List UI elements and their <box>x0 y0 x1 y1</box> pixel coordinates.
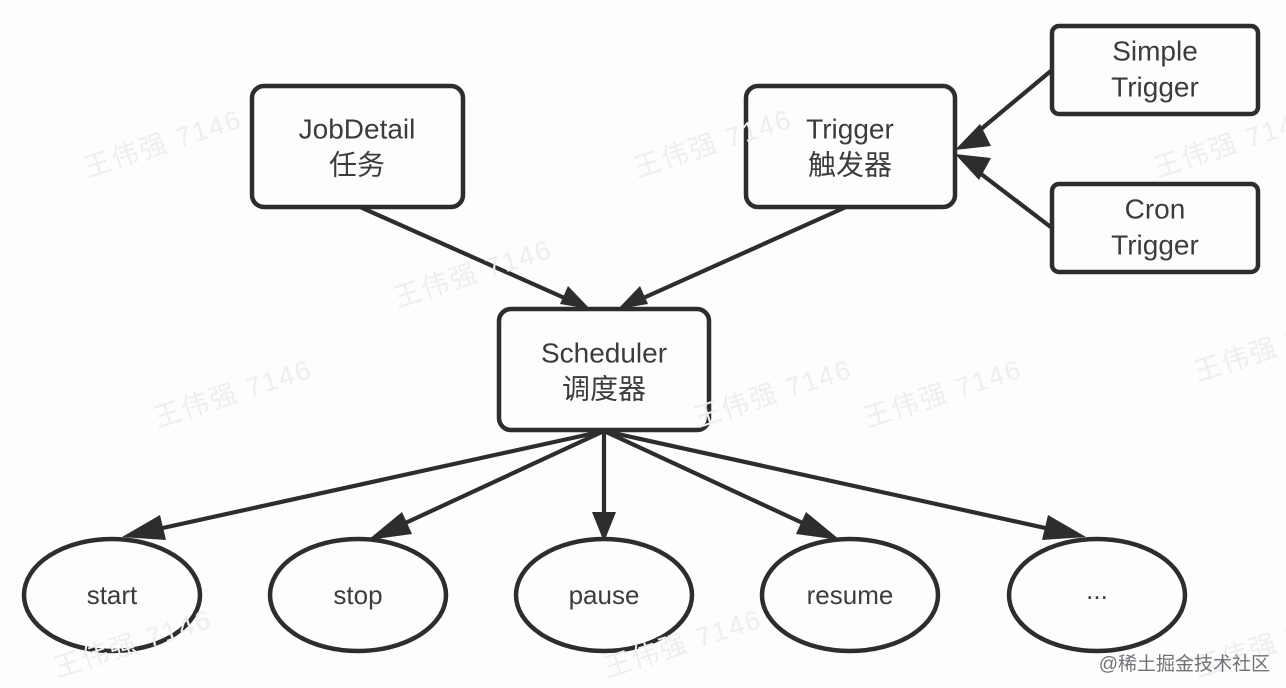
node-action-more-label: ... <box>1086 575 1108 605</box>
node-trigger-shape[interactable] <box>743 83 958 210</box>
node-action-start-shape[interactable] <box>21 536 203 654</box>
node-action-resume-label: resume <box>807 580 894 610</box>
edge-jobdetail-to-scheduler <box>359 205 590 309</box>
node-scheduler-shape[interactable] <box>496 306 712 433</box>
node-simple-trigger-label-line1: Simple <box>1112 35 1198 66</box>
edge-scheduler-to-start <box>122 428 605 540</box>
nodes-group: JobDetail 任务 Trigger 触发器 Simple Trigger … <box>249 23 1261 433</box>
node-jobdetail-shape[interactable] <box>249 83 466 210</box>
node-cron-trigger-shape[interactable] <box>1049 181 1261 275</box>
edge-scheduler-to-more <box>603 428 1086 540</box>
edge-scheduler-to-pause <box>592 431 616 542</box>
node-scheduler[interactable]: Scheduler 调度器 <box>496 306 712 433</box>
node-action-start[interactable]: start <box>21 536 203 654</box>
edge-scheduler-to-stop <box>368 429 605 540</box>
node-scheduler-label-cn: 调度器 <box>562 373 646 404</box>
node-scheduler-label-en: Scheduler <box>541 337 667 368</box>
node-action-resume[interactable]: resume <box>759 536 941 654</box>
edge-trigger-to-scheduler <box>618 205 847 309</box>
node-action-stop-label: stop <box>333 580 382 610</box>
node-trigger-label-cn: 触发器 <box>808 149 892 180</box>
node-action-pause-shape[interactable] <box>513 536 695 654</box>
node-trigger[interactable]: Trigger 触发器 <box>743 83 958 210</box>
node-jobdetail[interactable]: JobDetail 任务 <box>249 83 466 210</box>
action-nodes-group: start stop pause resume ... <box>21 536 1188 654</box>
edge-scheduler-to-resume <box>603 429 840 540</box>
node-simple-trigger[interactable]: Simple Trigger <box>1049 23 1261 117</box>
node-cron-trigger-label-line1: Cron <box>1125 193 1186 224</box>
edge-cron-trigger-to-trigger <box>955 154 1054 230</box>
node-action-stop[interactable]: stop <box>267 536 449 654</box>
node-cron-trigger-label-line2: Trigger <box>1111 229 1199 260</box>
node-jobdetail-label-cn: 任务 <box>329 149 385 180</box>
node-action-start-label: start <box>87 580 138 610</box>
node-action-pause[interactable]: pause <box>513 536 695 654</box>
node-jobdetail-label-en: JobDetail <box>299 113 416 144</box>
source-watermark: @稀土掘金技术社区 <box>1098 654 1270 675</box>
node-action-pause-label: pause <box>569 580 640 610</box>
node-simple-trigger-label-line2: Trigger <box>1111 71 1199 102</box>
node-action-more-shape[interactable] <box>1006 536 1188 654</box>
edge-simple-trigger-to-trigger <box>955 68 1054 150</box>
node-cron-trigger[interactable]: Cron Trigger <box>1049 181 1261 275</box>
node-action-more[interactable]: ... <box>1006 536 1188 654</box>
node-action-stop-shape[interactable] <box>267 536 449 654</box>
node-simple-trigger-shape[interactable] <box>1049 23 1261 117</box>
node-trigger-label-en: Trigger <box>806 113 894 144</box>
edges-group <box>122 68 1086 542</box>
node-action-resume-shape[interactable] <box>759 536 941 654</box>
